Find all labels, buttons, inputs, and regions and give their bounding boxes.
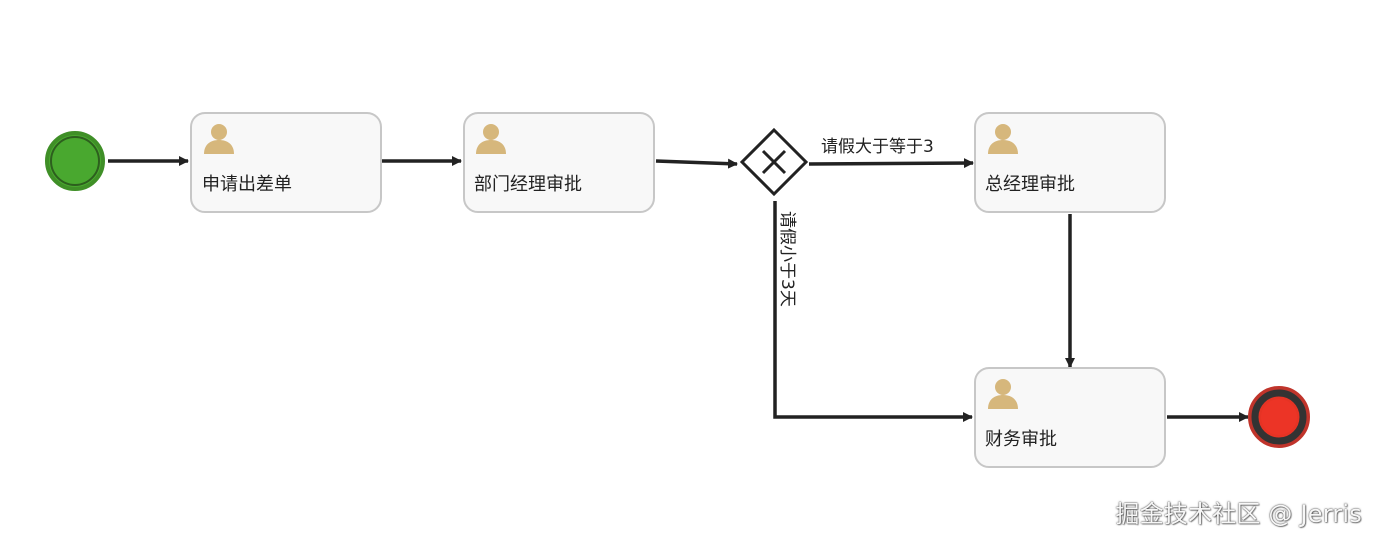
- user-icon: [988, 379, 1018, 409]
- task-general-manager-approval[interactable]: 总经理审批: [974, 112, 1166, 213]
- exclusive-gateway-x-icon: [761, 149, 787, 175]
- flow-gateway-to-task3[interactable]: [808, 158, 974, 169]
- task-department-manager-approval[interactable]: 部门经理审批: [463, 112, 655, 213]
- flow-task2-to-gateway[interactable]: [655, 158, 738, 169]
- task-label: 总经理审批: [985, 174, 1075, 195]
- flow-label-less-than-3-days: 请假小于3天: [777, 211, 797, 307]
- task-label: 部门经理审批: [474, 174, 582, 195]
- task-label: 申请出差单: [202, 174, 292, 195]
- end-event[interactable]: [1248, 386, 1310, 448]
- user-icon: [476, 124, 506, 154]
- flow-gateway-to-task4[interactable]: [773, 201, 973, 422]
- task-label: 财务审批: [985, 429, 1057, 450]
- watermark: 掘金技术社区 @ Jerris: [1115, 500, 1362, 528]
- task-apply-trip[interactable]: 申请出差单: [190, 112, 382, 213]
- user-icon: [988, 124, 1018, 154]
- flow-label-greater-than-3: 请假大于等于3: [821, 137, 934, 157]
- sequence-flows: [108, 156, 1249, 422]
- user-icon: [204, 124, 234, 154]
- task-finance-approval[interactable]: 财务审批: [974, 367, 1166, 468]
- start-event[interactable]: [45, 131, 105, 191]
- exclusive-gateway[interactable]: [739, 127, 809, 197]
